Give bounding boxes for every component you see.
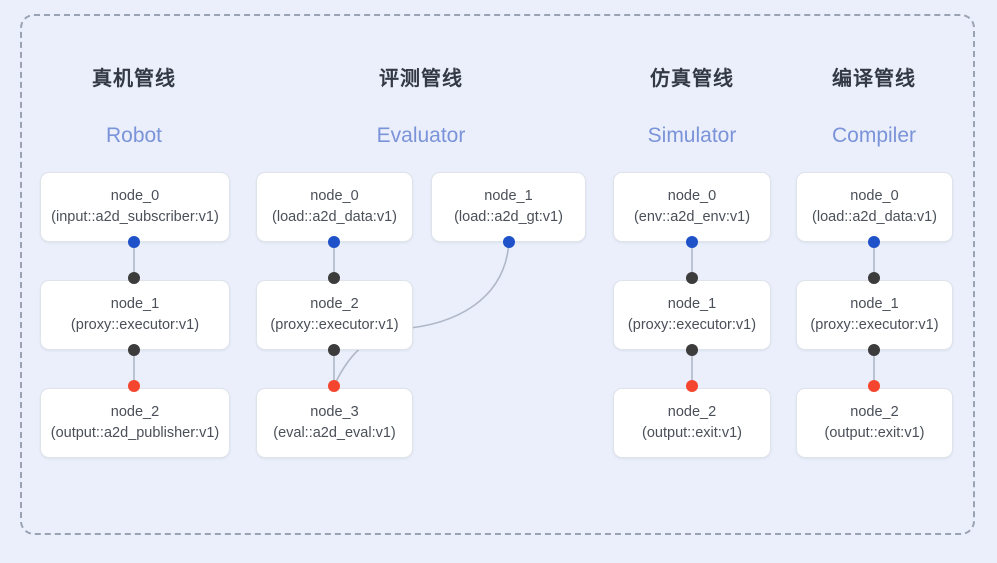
port-simulator-2-in[interactable] (686, 380, 698, 392)
node-name: node_1 (484, 187, 533, 204)
node-kind: (proxy::executor:v1) (70, 317, 200, 333)
column-title-robot: 真机管线 (92, 68, 176, 90)
port-compiler-1-in[interactable] (868, 272, 880, 284)
column-title-simulator: 仿真管线 (650, 68, 734, 90)
node-name: node_0 (110, 187, 160, 204)
node-name: node_3 (310, 403, 359, 420)
column-subtitle-robot: Robot (105, 124, 163, 147)
node-kind: (load::a2d_gt:v1) (454, 209, 563, 225)
column-subtitle-simulator: Simulator (647, 124, 737, 147)
node-simulator-1[interactable]: node_1 (proxy::executor:v1) (613, 280, 771, 350)
node-compiler-0[interactable]: node_0 (load::a2d_data:v1) (796, 172, 953, 242)
column-title-evaluator: 评测管线 (379, 68, 463, 90)
node-kind: (input::a2d_subscriber:v1) (51, 209, 219, 225)
port-compiler-2-in[interactable] (868, 380, 880, 392)
port-robot-1-in[interactable] (128, 272, 140, 284)
node-evaluator-2[interactable]: node_2 (proxy::executor:v1) (256, 280, 413, 350)
node-kind: (eval::a2d_eval:v1) (273, 425, 396, 441)
port-simulator-1-in[interactable] (686, 272, 698, 284)
port-evaluator-0-out[interactable] (328, 236, 340, 248)
node-kind: (env::a2d_env:v1) (633, 209, 751, 225)
node-compiler-1[interactable]: node_1 (proxy::executor:v1) (796, 280, 953, 350)
port-compiler-0-out[interactable] (868, 236, 880, 248)
port-robot-2-in[interactable] (128, 380, 140, 392)
node-name: node_2 (850, 403, 899, 420)
node-kind: (proxy::executor:v1) (270, 317, 399, 333)
node-name: node_2 (310, 295, 359, 312)
node-evaluator-1[interactable]: node_1 (load::a2d_gt:v1) (431, 172, 586, 242)
node-kind: (output::exit:v1) (642, 425, 742, 441)
port-evaluator-3-in[interactable] (328, 380, 340, 392)
node-kind: (output::exit:v1) (824, 425, 925, 441)
node-simulator-2[interactable]: node_2 (output::exit:v1) (613, 388, 771, 458)
column-subtitle-compiler: Compiler (831, 124, 917, 147)
node-name: node_1 (850, 295, 899, 312)
port-compiler-1-out[interactable] (868, 344, 880, 356)
node-name: node_1 (110, 295, 160, 312)
node-kind: (proxy::executor:v1) (810, 317, 939, 333)
node-evaluator-0[interactable]: node_0 (load::a2d_data:v1) (256, 172, 413, 242)
port-evaluator-1-out[interactable] (503, 236, 515, 248)
node-robot-0[interactable]: node_0 (input::a2d_subscriber:v1) (40, 172, 230, 242)
column-title-compiler: 编译管线 (832, 68, 916, 90)
port-evaluator-2-out[interactable] (328, 344, 340, 356)
node-compiler-2[interactable]: node_2 (output::exit:v1) (796, 388, 953, 458)
port-robot-1-out[interactable] (128, 344, 140, 356)
node-kind: (proxy::executor:v1) (627, 317, 757, 333)
node-kind: (output::a2d_publisher:v1) (50, 425, 220, 441)
port-evaluator-2-in[interactable] (328, 272, 340, 284)
node-name: node_1 (667, 295, 717, 312)
port-simulator-0-out[interactable] (686, 236, 698, 248)
node-evaluator-3[interactable]: node_3 (eval::a2d_eval:v1) (256, 388, 413, 458)
column-subtitle-evaluator: Evaluator (376, 124, 466, 147)
node-simulator-0[interactable]: node_0 (env::a2d_env:v1) (613, 172, 771, 242)
node-robot-2[interactable]: node_2 (output::a2d_publisher:v1) (40, 388, 230, 458)
port-robot-0-out[interactable] (128, 236, 140, 248)
node-name: node_0 (667, 187, 717, 204)
node-kind: (load::a2d_data:v1) (272, 209, 397, 225)
node-name: node_2 (667, 403, 717, 420)
node-kind: (load::a2d_data:v1) (812, 209, 937, 225)
node-name: node_0 (310, 187, 359, 204)
node-name: node_2 (110, 403, 160, 420)
node-robot-1[interactable]: node_1 (proxy::executor:v1) (40, 280, 230, 350)
port-simulator-1-out[interactable] (686, 344, 698, 356)
node-name: node_0 (850, 187, 899, 204)
